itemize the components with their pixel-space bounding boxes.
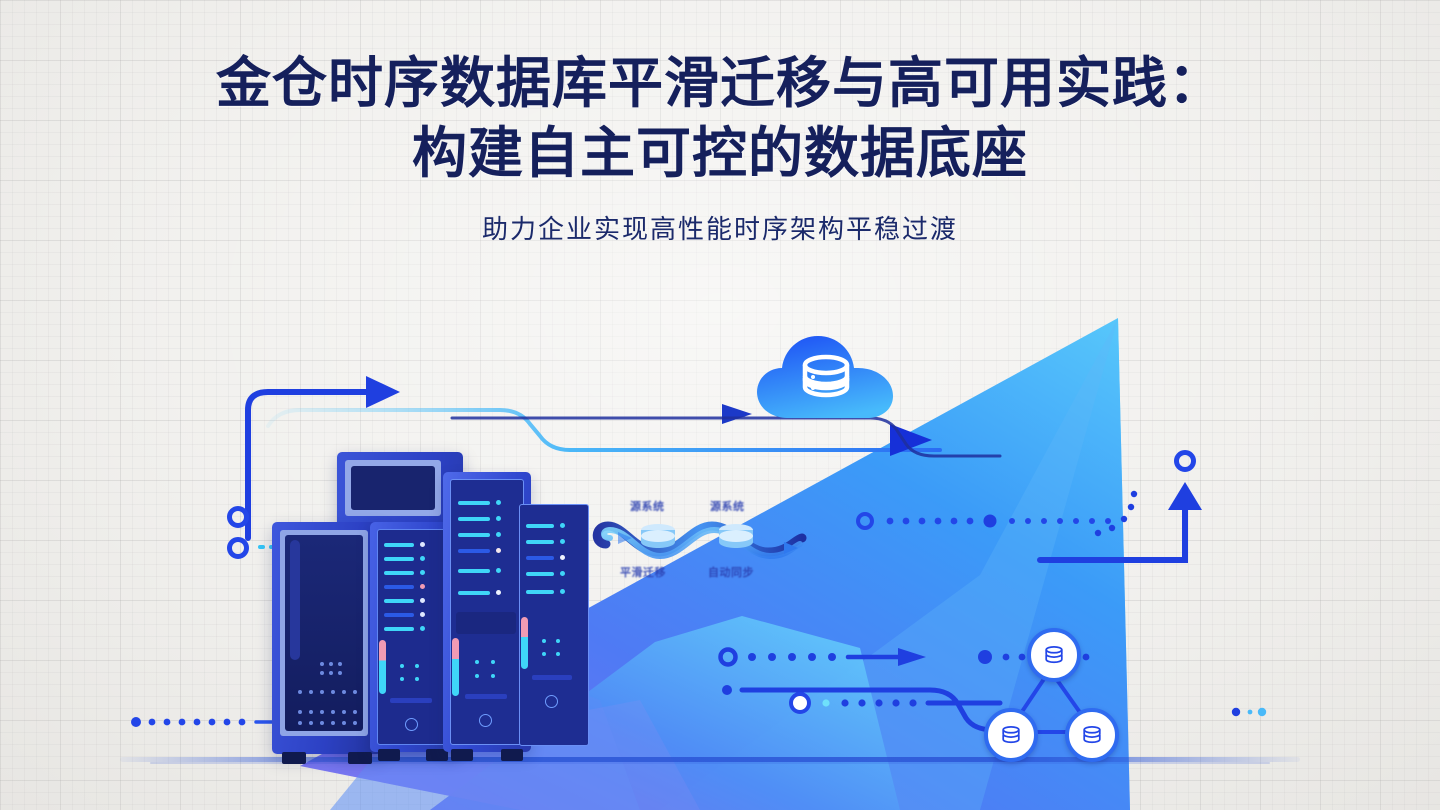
rack-status-bar (452, 638, 459, 696)
database-node (1027, 628, 1081, 682)
rack-indicator-grid (320, 662, 342, 675)
page-title-line-2: 构建自主可控的数据底座 (411, 122, 1028, 185)
migration-sync-label: 自动同步 (708, 567, 754, 579)
migration-target-label: 源系统 (710, 501, 745, 513)
database-node (984, 708, 1038, 762)
rack-power-knob (479, 714, 492, 727)
rack-indicator-grid (542, 639, 561, 656)
page-subtitle: 助力企业实现高性能时序架构平稳过渡 (481, 213, 958, 244)
heading-block: 金仓时序数据库平滑迁移与高可用实践： 构建自主可控的数据底座 助力企业实现高性能… (0, 0, 1440, 246)
migration-smooth-label: 平滑迁移 (620, 567, 666, 579)
page-title: 金仓时序数据库平滑迁移与高可用实践： 构建自主可控的数据底座 (0, 0, 1440, 189)
database-node (1065, 708, 1119, 762)
rack-indicator-grid (400, 664, 421, 681)
rack-status-bar (521, 617, 528, 669)
ring-marker-left-upper (227, 506, 249, 528)
infinity-migration-icon: 源系统 源系统 平滑迁移 自动同步 (588, 492, 820, 588)
flow-lines-right (1117, 707, 1311, 741)
ring-marker-left-lower (227, 537, 276, 559)
rack-indicator-grid (298, 710, 357, 725)
rack-power-knob (545, 695, 558, 708)
cloud-database-icon (757, 336, 893, 418)
database-cylinder-icon (641, 524, 675, 548)
rack-indicator-grid (475, 660, 497, 678)
rack-power-knob (405, 718, 418, 731)
server-rack-icon (272, 522, 382, 764)
database-cylinder-icon (719, 524, 753, 548)
server-rack-icon (443, 472, 531, 761)
database-cylinder-icon (1083, 725, 1101, 744)
page-title-line-1: 金仓时序数据库平滑迁移与高可用实践： (215, 52, 1224, 114)
flow-arrow-mid-upper (466, 404, 752, 424)
database-cluster-icon (975, 628, 1125, 762)
database-cylinder-icon (1002, 725, 1020, 744)
rack-status-bar (379, 640, 386, 694)
database-cylinder-icon (1045, 645, 1063, 664)
migration-source-label: 源系统 (630, 501, 665, 513)
rack-indicator-grid (298, 690, 357, 694)
